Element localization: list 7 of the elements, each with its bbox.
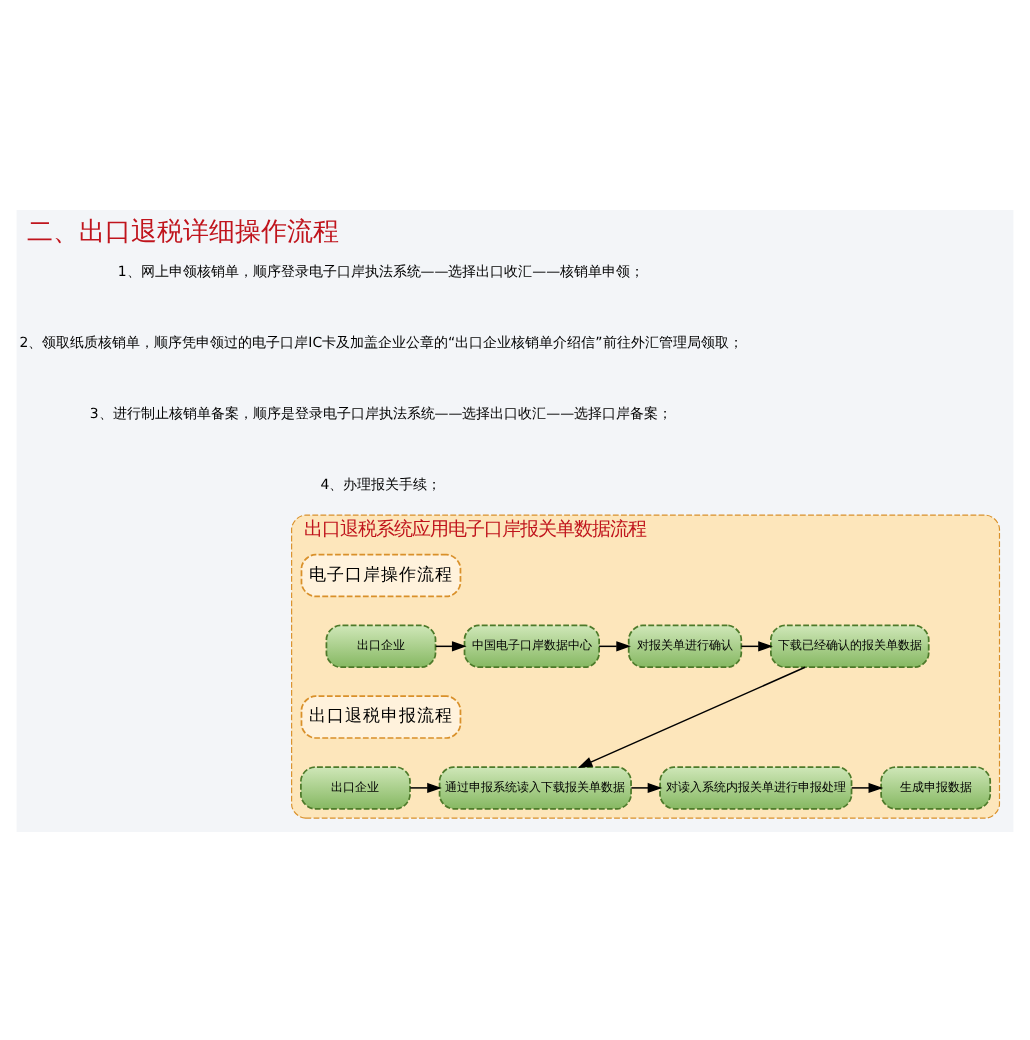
node-box: 出口退税申报流程 [300,694,462,738]
node-box: 电子口岸操作流程 [300,552,462,597]
diagram-title: 二、出口退税详细操作流程 [26,216,339,247]
arrow [630,781,663,793]
arrow [850,781,884,793]
arrow [409,781,442,793]
arrow [577,665,806,767]
